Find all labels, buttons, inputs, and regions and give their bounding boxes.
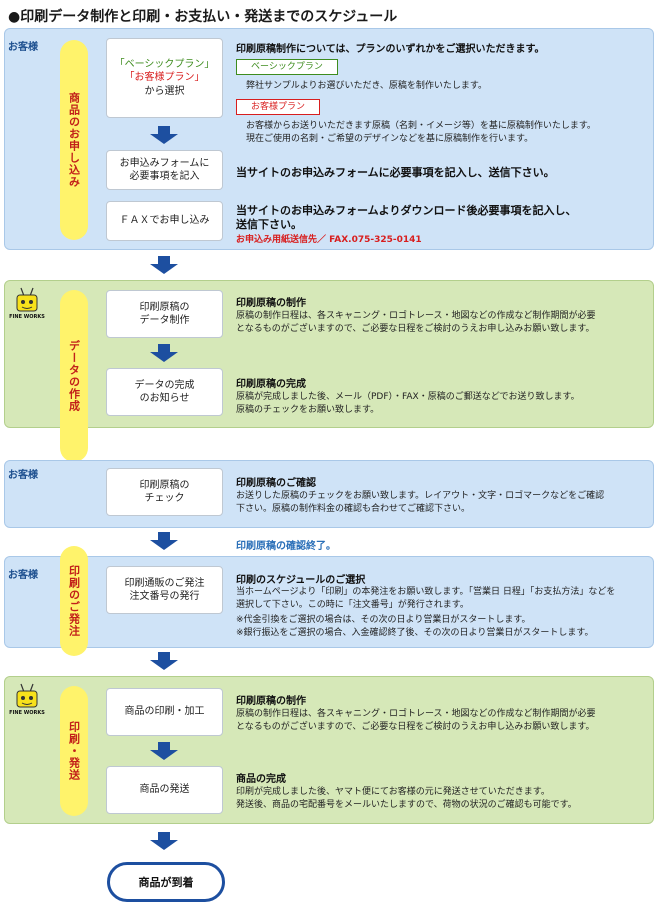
check-heading: 印刷原稿のご確認 [236, 478, 316, 489]
print-order-text: 当ホームページより「印刷」の本発注をお願い致します。「営業日 日程」「お支払方法… [236, 587, 616, 611]
phase-pill-data: データの作成 [60, 290, 88, 462]
custom-plan-desc: お客様からお送りいただきます原稿（名刺・イメージ等）を基に原稿制作いたします。 … [246, 121, 596, 145]
fine-works-mascot-icon [16, 287, 38, 312]
plan-select-box: 「ベーシックプラン」 「お客様プラン」 から選択 [106, 38, 223, 118]
proof-check-box: 印刷原稿の チェック [106, 468, 223, 516]
fine-works-logo: FINE WORKS [9, 682, 45, 720]
form-heading: 当サイトのお申込みフォームに必要事項を記入し、送信下さい。 [236, 166, 555, 179]
customer-label: お客様 [8, 470, 38, 481]
down-arrow-icon [150, 532, 178, 550]
down-arrow-icon [150, 344, 178, 362]
basic-plan-desc: 弊社サンプルよりお選びいただき、原稿を制作いたします。 [246, 81, 488, 91]
custom-plan-tag: お客様プラン [236, 99, 321, 115]
shipping-box: 商品の発送 [106, 766, 223, 814]
fax-number: お申込み用紙送信先／ FAX.075-325-0141 [236, 235, 422, 245]
page-title: ●印刷データ制作と印刷・お支払い・発送までのスケジュール [8, 9, 398, 25]
data-complete-box: データの完成 のお知らせ [106, 368, 223, 416]
print-schedule-heading: 印刷のスケジュールのご選択 [236, 575, 366, 586]
phase-pill-order: 商品のお申し込み [60, 40, 88, 240]
down-arrow-icon [150, 742, 178, 760]
plan-heading: 印刷原稿制作については、プランのいずれかをご選択いただきます。 [236, 44, 545, 55]
data-heading-1: 印刷原稿の制作 [236, 298, 306, 309]
logo-text: FINE WORKS [9, 314, 45, 320]
data-text-2: 原稿が完成しました後、メール（PDF）・FAX・原稿のご郵送などでお送り致します… [236, 392, 580, 416]
customer-label: お客様 [8, 42, 38, 53]
phase-pill-ship: 印刷・発送 [60, 686, 88, 816]
arrival-oval: 商品が到着 [107, 862, 225, 902]
fax-heading-2: 送信下さい。 [236, 218, 302, 231]
down-arrow-icon [150, 126, 178, 144]
down-arrow-icon [150, 256, 178, 274]
check-text: お送りした原稿のチェックをお願い致します。レイアウト・文字・ロゴマークなどをご確… [236, 491, 605, 515]
phase-pill-order-print: 印刷のご発注 [60, 546, 88, 656]
down-arrow-icon [150, 652, 178, 670]
form-entry-box: お申込みフォームに 必要事項を記入 [106, 150, 223, 190]
ship-heading-1: 印刷原稿の制作 [236, 696, 306, 707]
basic-plan-tag: ベーシックプラン [236, 59, 338, 75]
payment-notes: ※代金引換をご選択の場合は、その次の日より営業日がスタートします。 ※銀行振込を… [236, 615, 594, 639]
fine-works-logo: FINE WORKS [9, 286, 45, 324]
print-process-box: 商品の印刷・加工 [106, 688, 223, 736]
ship-heading-2: 商品の完成 [236, 774, 286, 785]
print-order-box: 印刷通販のご発注 注文番号の発行 [106, 566, 223, 614]
data-production-box: 印刷原稿の データ制作 [106, 290, 223, 338]
ship-text-1: 原稿の制作日程は、各スキャニング・ロゴトレース・地図などの作成など制作期間が必要… [236, 709, 596, 733]
fine-works-mascot-icon [16, 683, 38, 708]
logo-text: FINE WORKS [9, 710, 45, 716]
data-text-1: 原稿の制作日程は、各スキャニング・ロゴトレース・地図などの作成など制作期間が必要… [236, 311, 596, 335]
fax-heading-1: 当サイトのお申込みフォームよりダウンロード後必要事項を記入し、 [236, 204, 577, 217]
ship-text-2: 印刷が完成しました後、ヤマト便にてお客様の元に発送させていただきます。 発送後、… [236, 787, 577, 811]
data-heading-2: 印刷原稿の完成 [236, 379, 306, 390]
proof-complete-note: 印刷原稿の確認終了。 [236, 541, 336, 552]
customer-label: お客様 [8, 570, 38, 581]
down-arrow-icon [150, 832, 178, 850]
fax-order-box: ＦＡＸでお申し込み [106, 201, 223, 241]
